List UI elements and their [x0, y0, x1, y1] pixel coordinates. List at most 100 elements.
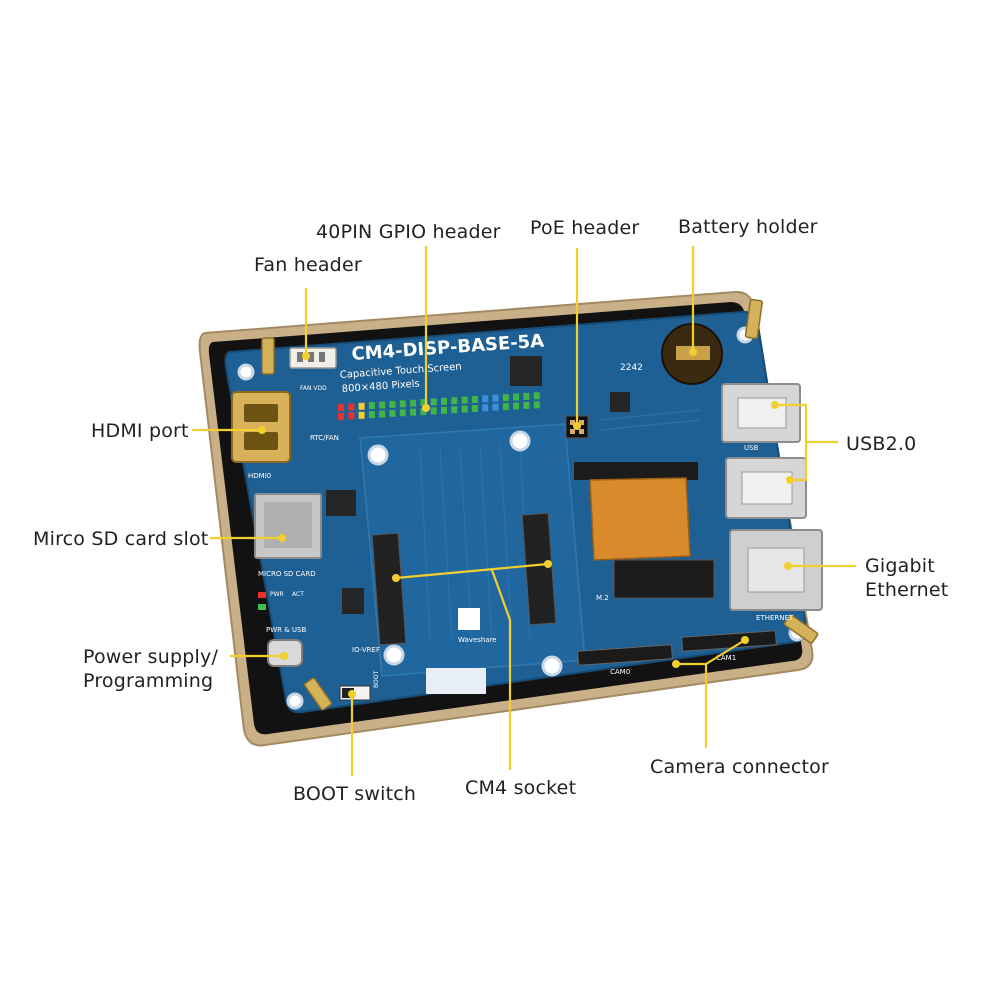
label-hdmi-port: HDMI port [91, 420, 189, 442]
gpio-pin [471, 405, 478, 412]
leader-lines [192, 246, 856, 776]
gpio-pin [389, 400, 396, 408]
m2-slot [613, 559, 715, 599]
dot-cm4-a [392, 574, 400, 582]
leader-cm4 [395, 562, 549, 770]
gpio-pin [461, 405, 468, 413]
silk-rtc-fan: RTC/FAN [310, 434, 339, 442]
gpio-pin [399, 409, 406, 417]
silk-hdmi: HDMI0 [248, 472, 271, 480]
gpio-pins [338, 392, 540, 420]
label-poe-header: PoE header [530, 217, 640, 239]
gpio-pin [492, 394, 499, 402]
gpio-pin [348, 403, 355, 411]
status-leds [258, 592, 266, 610]
label-gigabit-ethernet: Gigabit Ethernet [865, 555, 949, 601]
gpio-pin [389, 409, 396, 417]
silk-usb: USB [744, 444, 759, 452]
gpio-pin [338, 413, 344, 420]
silk-act: ACT [292, 591, 304, 598]
label-cm4-socket: CM4 socket [465, 777, 577, 799]
gpio-pin [502, 403, 509, 411]
gpio-pin [482, 404, 489, 412]
label-boot-switch: BOOT switch [293, 783, 417, 805]
label-usb2: USB2.0 [846, 433, 917, 455]
gpio-pin [379, 401, 386, 409]
silk-pwr: PWR [270, 591, 284, 598]
label-power-supply: Power supply/ Programming [83, 646, 219, 692]
dot-cm4-b [544, 560, 552, 568]
silk-cam0: CAM0 [610, 668, 630, 676]
gpio-pin [358, 411, 365, 419]
gpio-pin [430, 407, 437, 415]
leader-camera [676, 639, 746, 748]
silk-ethernet: ETHERNET [756, 614, 794, 622]
gpio-pin [502, 394, 509, 402]
gpio-pin [420, 408, 427, 416]
brass-standoffs [261, 298, 819, 711]
gpio-pin [430, 398, 437, 406]
silk-cam1: CAM1 [716, 654, 736, 662]
gpio-pin [451, 397, 458, 405]
gpio-pin [523, 401, 530, 409]
dot-gpio [422, 404, 430, 412]
label-fan-header: Fan header [254, 254, 362, 276]
gpio-pin [368, 402, 375, 410]
dot-hdmi [258, 426, 266, 434]
gpio-pin [410, 408, 417, 416]
gpio-pin [358, 402, 365, 410]
label-sticker [426, 668, 486, 694]
gpio-pin [441, 406, 447, 414]
dot-camera-a [672, 660, 680, 668]
gpio-pin [348, 412, 355, 420]
gpio-pin [471, 396, 478, 403]
silk-pwr-usb: PWR & USB [266, 626, 306, 634]
dot-sd [278, 534, 286, 542]
label-gpio-header: 40PIN GPIO header [316, 221, 501, 243]
gpio-pin [368, 411, 375, 419]
gpio-pin [523, 392, 530, 400]
dot-battery [689, 348, 697, 356]
board-resolution: 800×480 Pixels [341, 379, 420, 395]
cm4-socket-connectors [371, 512, 557, 646]
silk-brand: Waveshare [458, 636, 497, 644]
silk-fan-vdd: FAN VDD [300, 385, 327, 392]
dot-usb2-b [786, 476, 794, 484]
gpio-pin [513, 402, 520, 410]
gpio-pin [533, 392, 540, 400]
gpio-pin [420, 399, 427, 407]
label-camera-connector: Camera connector [650, 756, 829, 778]
gpio-pin [441, 397, 447, 405]
label-sd-slot: Mirco SD card slot [33, 528, 209, 550]
leader-dots [258, 348, 794, 698]
gpio-pin [338, 404, 344, 411]
dot-usb2-a [771, 401, 779, 409]
gpio-pin [379, 410, 386, 418]
gpio-pin [410, 399, 417, 407]
waveshare-logo-icon [458, 608, 480, 630]
dot-camera-b [741, 636, 749, 644]
silk-io-vref: IO-VREF [352, 646, 380, 654]
gpio-pin [533, 401, 540, 409]
dot-power [280, 652, 288, 660]
silk-boot: BOOT [373, 671, 380, 688]
leader-usb2 [775, 403, 838, 482]
gpio-pin [451, 406, 458, 414]
dot-boot [348, 690, 356, 698]
gpio-pin [399, 400, 406, 408]
display-fpc [574, 462, 698, 561]
gpio-pin [482, 395, 489, 403]
gpio-pin [492, 403, 499, 411]
gpio-pin [513, 393, 520, 401]
chips [326, 356, 630, 614]
dot-ethernet [784, 562, 792, 570]
dot-fan [302, 352, 310, 360]
ethernet-port [729, 529, 823, 611]
micro-sd-slot [254, 493, 322, 559]
camera-connectors-part [577, 630, 777, 666]
label-battery-holder: Battery holder [678, 216, 818, 238]
silk-m2: M.2 [596, 594, 609, 602]
gpio-pin [461, 396, 468, 404]
